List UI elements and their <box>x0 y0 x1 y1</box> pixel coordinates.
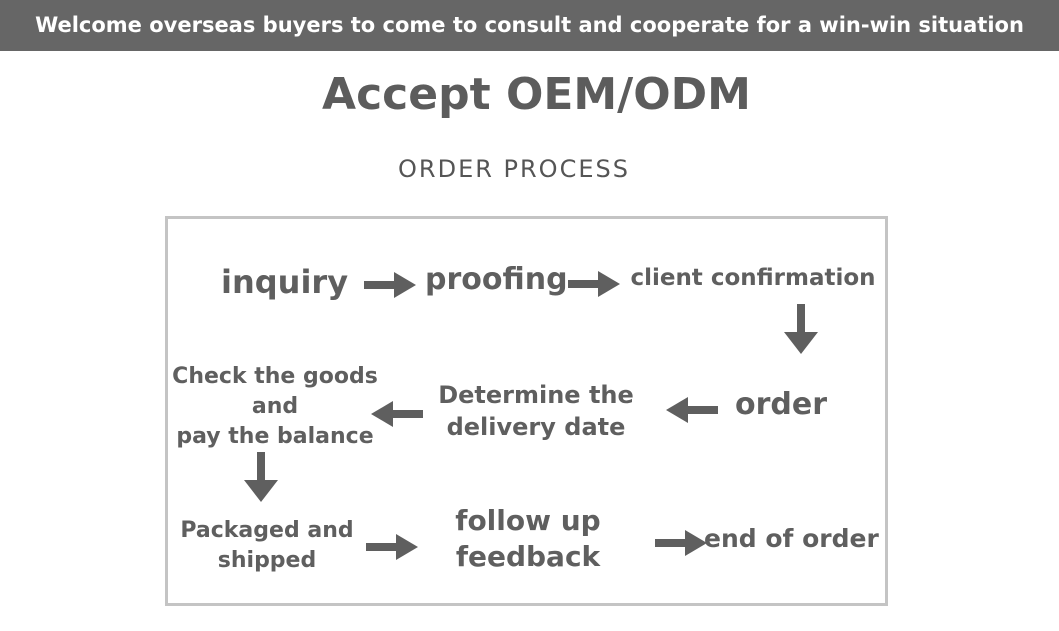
banner-text: Welcome overseas buyers to come to consu… <box>35 13 1024 37</box>
welcome-banner: Welcome overseas buyers to come to consu… <box>0 0 1059 51</box>
step-check-goods-line-1: Check the goods <box>172 364 378 389</box>
step-follow-up-line-1: follow up <box>455 504 601 537</box>
arrow-left-icon <box>371 399 423 429</box>
step-end-of-order-line: end of order <box>704 524 879 553</box>
page-title: Accept OEM/ODM <box>322 69 751 120</box>
arrow-down-icon <box>784 304 818 354</box>
step-determine-delivery-line-2: delivery date <box>446 413 626 441</box>
step-order: order <box>734 386 828 424</box>
step-client-confirmation-line: client confirmation <box>630 265 876 291</box>
step-determine-delivery-line-1: Determine the <box>438 381 634 409</box>
arrow-right-icon <box>364 270 416 300</box>
step-follow-up-line-2: feedback <box>455 540 601 573</box>
arrow-left-icon <box>666 395 718 425</box>
step-end-of-order: end of order <box>704 522 884 556</box>
step-proofing-line: proofing <box>425 262 568 297</box>
page-subtitle: ORDER PROCESS <box>398 155 630 183</box>
step-check-goods-line-2: and <box>251 394 299 419</box>
step-follow-up: follow up feedback <box>440 503 616 575</box>
step-client-confirmation: client confirmation <box>626 262 880 294</box>
arrow-down-icon <box>244 452 278 502</box>
step-packaged-shipped-line-1: Packaged and <box>180 518 354 543</box>
step-determine-delivery: Determine the delivery date <box>436 379 636 443</box>
step-check-goods: Check the goods and pay the balance <box>166 362 384 452</box>
arrow-right-icon <box>568 269 620 299</box>
step-inquiry: inquiry <box>221 262 349 302</box>
step-packaged-shipped-line-2: shipped <box>217 548 317 573</box>
order-process-frame <box>165 216 888 606</box>
step-check-goods-line-3: pay the balance <box>176 424 374 449</box>
step-order-line: order <box>734 387 828 422</box>
arrow-right-icon <box>366 532 418 562</box>
arrow-right-icon <box>655 528 707 558</box>
step-inquiry-line: inquiry <box>221 263 349 301</box>
step-proofing: proofing <box>425 261 568 299</box>
step-packaged-shipped: Packaged and shipped <box>172 516 362 576</box>
